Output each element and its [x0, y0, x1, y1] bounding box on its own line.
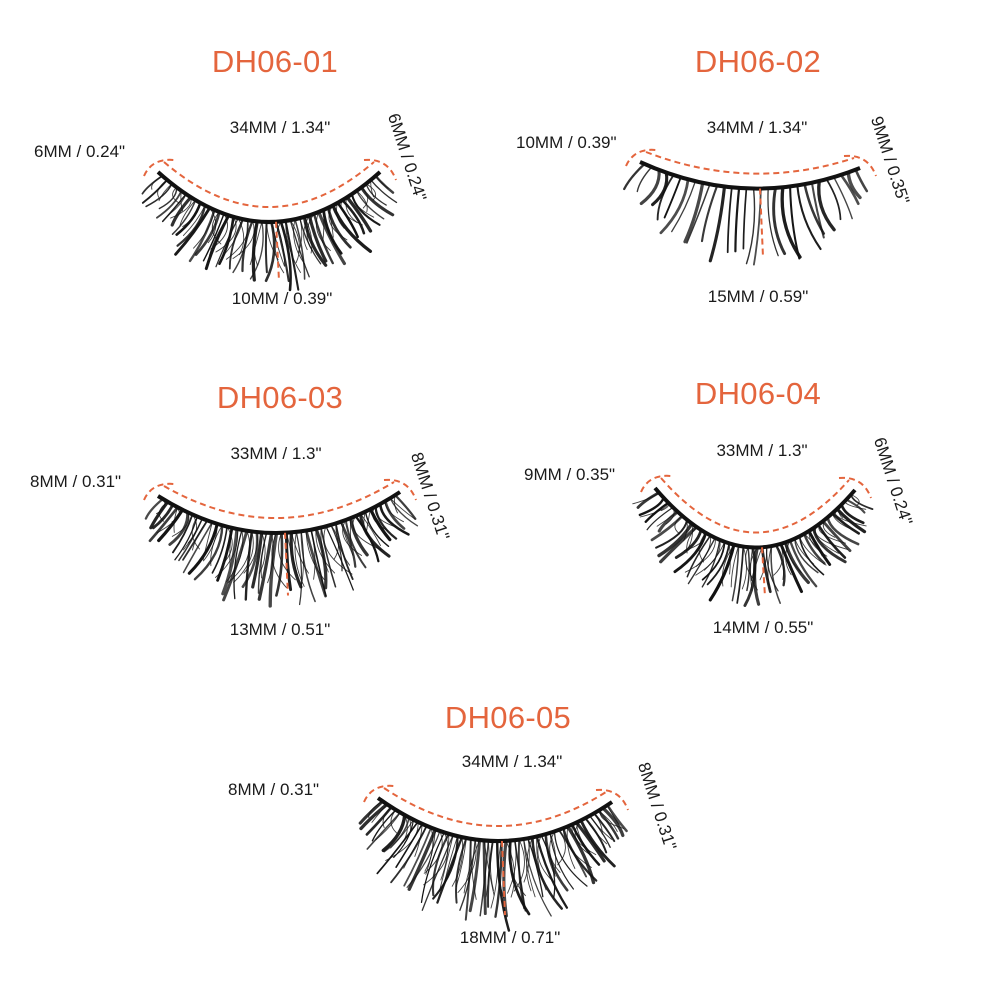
measure-guides — [143, 158, 397, 281]
lash-hairs — [358, 799, 628, 932]
inner-guide — [143, 158, 175, 177]
length-guide — [284, 532, 289, 596]
outer-guide — [838, 476, 872, 499]
inner-length-label: 9MM / 0.35" — [524, 465, 616, 484]
outer-length-label: 8MM / 0.31" — [406, 450, 454, 543]
outer-length-label: 9MM / 0.35" — [866, 114, 914, 207]
lash-band — [156, 170, 382, 224]
measure-guides — [625, 148, 877, 258]
lash-hairs — [632, 491, 874, 607]
outer-guide — [383, 478, 417, 501]
width-label: 33MM / 1.3" — [230, 444, 322, 463]
width-label: 34MM / 1.34" — [706, 118, 808, 137]
inner-length-label: 8MM / 0.31" — [30, 472, 122, 491]
style-code: DH06-02 — [694, 44, 822, 79]
inner-guide — [363, 784, 395, 803]
lash-hairs — [141, 174, 398, 292]
inner-length-label: 6MM / 0.24" — [34, 142, 126, 161]
style-code: DH06-04 — [694, 376, 822, 411]
inner-guide — [640, 474, 672, 493]
length-guide — [761, 547, 766, 597]
length-guide — [275, 221, 280, 281]
length-label: 13MM / 0.51" — [229, 620, 331, 639]
style-code: DH06-05 — [444, 700, 572, 735]
width-guide — [163, 161, 375, 208]
lash-band — [653, 486, 857, 550]
lash-band — [639, 160, 861, 191]
measure-guides — [363, 784, 629, 916]
style-code: DH06-03 — [216, 380, 344, 415]
lash-hairs — [144, 493, 419, 608]
style-code: DH06-01 — [211, 44, 339, 79]
lash-band — [376, 796, 614, 843]
lash-hairs — [623, 162, 869, 266]
width-label: 34MM / 1.34" — [461, 752, 563, 771]
width-guide — [163, 481, 395, 519]
outer-length-label: 6MM / 0.24" — [383, 111, 431, 204]
width-guide — [383, 787, 607, 827]
length-guide — [501, 840, 506, 916]
length-label: 14MM / 0.55" — [712, 618, 814, 637]
length-label: 18MM / 0.71" — [459, 928, 561, 947]
outer-guide — [843, 154, 877, 177]
outer-length-label: 6MM / 0.24" — [869, 435, 917, 528]
outer-length-label: 8MM / 0.31" — [633, 760, 681, 853]
width-guide — [660, 477, 850, 534]
width-guide — [645, 151, 855, 175]
measure-guides — [640, 474, 872, 597]
length-label: 15MM / 0.59" — [707, 287, 809, 306]
inner-guide — [143, 482, 175, 501]
outer-guide — [363, 158, 397, 181]
inner-guide — [625, 148, 657, 167]
lash-band — [156, 490, 402, 535]
width-label: 33MM / 1.3" — [716, 441, 808, 460]
inner-length-label: 10MM / 0.39" — [516, 133, 617, 152]
width-label: 34MM / 1.34" — [229, 118, 331, 137]
measure-guides — [143, 478, 417, 596]
outer-guide — [595, 788, 629, 811]
inner-length-label: 8MM / 0.31" — [228, 780, 320, 799]
length-label: 10MM / 0.39" — [231, 289, 333, 308]
length-guide — [759, 188, 764, 258]
